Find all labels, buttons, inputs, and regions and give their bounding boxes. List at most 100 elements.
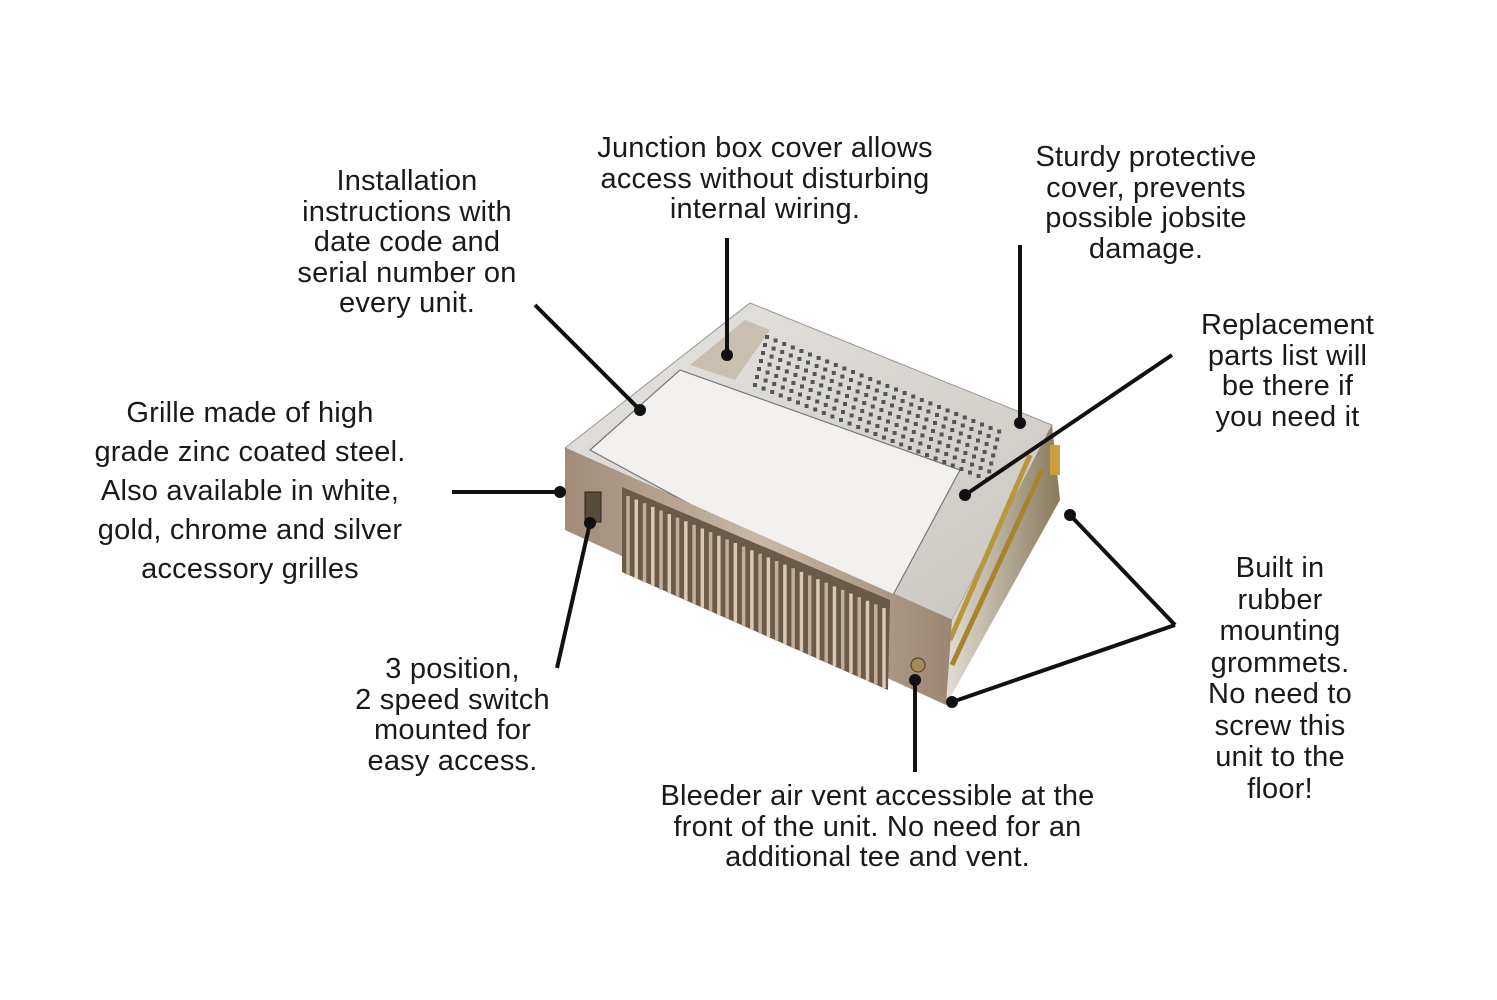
vent-hole — [922, 425, 927, 430]
vent-hole — [831, 371, 836, 375]
vent-hole — [763, 343, 767, 347]
vent-hole — [780, 385, 785, 390]
vent-hole — [790, 345, 795, 350]
vent-hole — [767, 362, 772, 367]
vent-hole — [776, 366, 781, 370]
callout-line: instructions with — [302, 195, 512, 228]
vent-hole — [782, 342, 787, 346]
vent-hole — [942, 460, 947, 464]
vent-hole — [950, 428, 955, 432]
vent-hole — [838, 382, 843, 387]
vent-hole — [961, 459, 966, 463]
vent-hole — [980, 422, 984, 427]
callout-line: grade zinc coated steel. — [94, 436, 406, 468]
vent-hole — [987, 469, 992, 474]
vent-hole — [819, 383, 824, 388]
callout-line: Also available in white, — [100, 475, 400, 507]
callout-line: mounted for — [374, 714, 531, 746]
vent-hole — [939, 432, 944, 437]
vent-hole — [825, 395, 830, 399]
vent-hole — [757, 367, 761, 371]
vent-hole — [799, 349, 804, 353]
callout-rubber-grommets: Built in rubber mounting grommets. No ne… — [1180, 552, 1380, 805]
vent-hole — [830, 414, 835, 419]
vent-hole — [976, 438, 980, 443]
vent-hole — [782, 377, 787, 382]
callout-speed-switch: 3 position, 2 speed switch mounted for e… — [330, 654, 575, 776]
vent-hole — [890, 403, 894, 408]
vent-hole — [989, 461, 994, 466]
vent-hole — [917, 406, 922, 410]
vent-hole — [997, 429, 1002, 434]
vent-hole — [855, 389, 860, 394]
vent-hole — [948, 436, 953, 440]
vent-hole — [918, 441, 923, 446]
callout-protective-cover: Sturdy protective cover, prevents possib… — [1010, 142, 1282, 264]
vent-hole — [937, 440, 942, 445]
vent-hole — [810, 380, 815, 384]
vent-hole — [770, 390, 775, 394]
vent-hole — [804, 404, 809, 408]
vent-hole — [982, 450, 987, 454]
callout-line: mounting — [1219, 615, 1341, 647]
vent-hole — [929, 437, 933, 441]
callout-line: parts list will — [1207, 339, 1368, 372]
vent-hole — [765, 335, 769, 339]
vent-hole — [954, 412, 959, 416]
vent-hole — [876, 380, 881, 385]
vent-hole — [841, 410, 845, 414]
vent-hole — [786, 361, 791, 366]
vent-hole — [857, 381, 862, 386]
vent-hole — [941, 424, 946, 429]
vent-hole — [858, 417, 863, 421]
vent-hole — [968, 470, 972, 475]
vent-hole — [853, 397, 858, 402]
vent-hole — [839, 418, 843, 422]
vent-hole — [800, 384, 804, 389]
vent-hole — [892, 431, 897, 435]
pipe-stub — [1050, 445, 1060, 475]
vent-hole — [797, 357, 802, 361]
vent-hole — [915, 414, 920, 418]
vent-hole — [899, 442, 904, 447]
callout-line: every unit. — [339, 287, 475, 319]
vent-hole — [879, 408, 884, 412]
vent-hole — [877, 416, 882, 420]
vent-hole — [787, 397, 792, 401]
vent-hole — [763, 378, 768, 383]
callout-line: unit to the — [1215, 741, 1345, 773]
vent-hole — [755, 375, 759, 379]
vent-hole — [974, 446, 978, 451]
vent-hole — [972, 454, 976, 459]
vent-hole — [894, 423, 899, 427]
top-vent-grid — [753, 335, 1002, 482]
vent-hole — [778, 393, 783, 398]
vent-hole — [793, 373, 798, 377]
callout-line: gold, chrome and silver — [97, 514, 403, 546]
vent-hole — [778, 358, 783, 362]
vent-hole — [963, 451, 968, 455]
vent-hole — [808, 388, 813, 392]
front-grille-opening — [622, 487, 890, 690]
vent-hole — [866, 385, 871, 389]
vent-hole — [845, 394, 849, 398]
vent-hole — [901, 434, 906, 439]
vent-hole — [924, 417, 929, 422]
vent-hole — [905, 418, 910, 423]
vent-hole — [870, 404, 875, 409]
callout-line: date code and — [313, 226, 501, 258]
vent-hole — [960, 423, 965, 428]
vent-hole — [851, 370, 855, 374]
vent-hole — [827, 387, 832, 391]
vent-hole — [821, 375, 826, 380]
vent-hole — [866, 420, 871, 425]
vent-hole — [874, 388, 879, 393]
vent-hole — [988, 426, 993, 430]
vent-hole — [978, 430, 982, 435]
vent-hole — [907, 446, 912, 450]
vent-hole — [926, 409, 931, 414]
vent-hole — [753, 383, 757, 387]
vent-hole — [907, 410, 912, 415]
vent-hole — [868, 412, 873, 417]
